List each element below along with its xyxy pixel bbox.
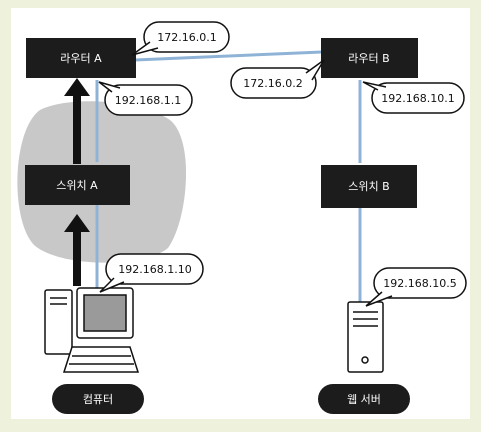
router-b-label: 라우터 B	[348, 52, 389, 65]
switch-a: 스위치 A	[25, 165, 130, 205]
computer-label: 컴퓨터	[83, 393, 113, 406]
switch-a-label: 스위치 A	[56, 179, 98, 192]
link-router-a-router-b	[134, 50, 323, 62]
computer-label-pill: 컴퓨터	[52, 384, 144, 414]
callout-router-b-lan: 192.168.10.1	[362, 81, 465, 114]
ip-router-b-lan: 192.168.10.1	[381, 92, 454, 105]
ip-router-a-lan: 192.168.1.1	[115, 94, 181, 107]
ip-router-a-wan: 172.16.0.1	[157, 31, 216, 44]
router-a: 라우터 A	[26, 38, 136, 78]
ip-web-server: 192.168.10.5	[383, 277, 456, 290]
computer-icon	[44, 287, 140, 373]
switch-b-label: 스위치 B	[348, 180, 389, 193]
callout-computer: 192.168.1.10	[99, 253, 204, 293]
callout-router-a-wan: 172.16.0.1	[131, 21, 230, 56]
callout-router-b-wan: 172.16.0.2	[230, 59, 325, 99]
switch-b: 스위치 B	[321, 165, 417, 208]
callout-router-a-lan: 192.168.1.1	[98, 81, 193, 116]
arrow-up-icon	[64, 78, 90, 164]
web-server-label: 웹 서버	[347, 393, 381, 406]
ip-computer: 192.168.1.10	[118, 263, 191, 276]
router-a-label: 라우터 A	[60, 52, 102, 65]
web-server-label-pill: 웹 서버	[318, 384, 410, 414]
arrow-up-icon	[64, 214, 90, 286]
server-icon	[347, 301, 384, 373]
network-links	[95, 50, 362, 302]
ip-router-b-wan: 172.16.0.2	[243, 77, 302, 90]
callout-web-server: 192.168.10.5	[365, 267, 467, 307]
router-b: 라우터 B	[321, 38, 418, 78]
